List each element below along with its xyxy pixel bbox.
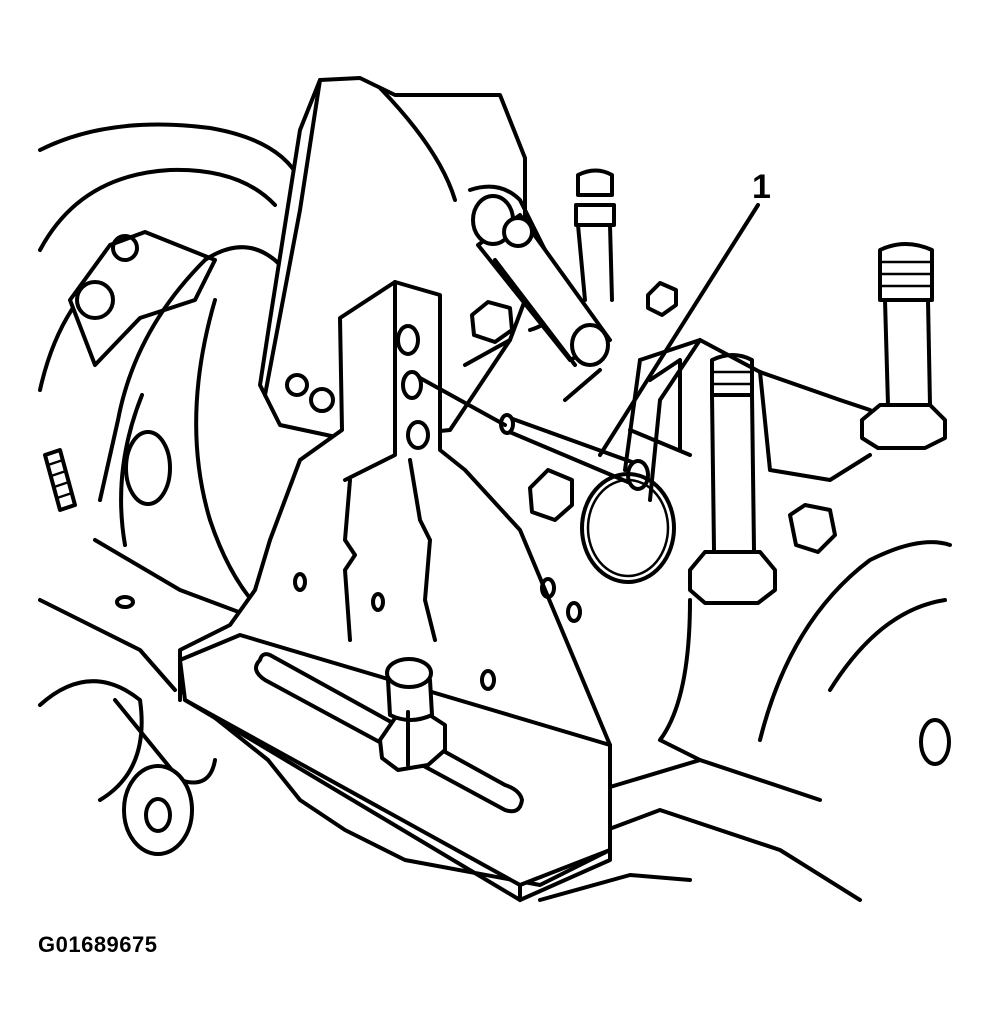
callout-number: 1 <box>752 168 771 206</box>
timing-pin <box>420 378 674 582</box>
base-bolt <box>380 659 445 770</box>
engine-block-lines <box>40 540 860 900</box>
left-damper-housing <box>40 124 300 545</box>
callout-leader-line <box>600 205 758 455</box>
left-stud <box>45 450 75 510</box>
lower-left-lug <box>124 766 192 854</box>
link-arm <box>473 196 610 400</box>
nuts-upper <box>465 283 676 365</box>
figure-id: G01689675 <box>38 932 158 957</box>
right-studs <box>576 171 945 604</box>
right-block <box>625 340 950 764</box>
